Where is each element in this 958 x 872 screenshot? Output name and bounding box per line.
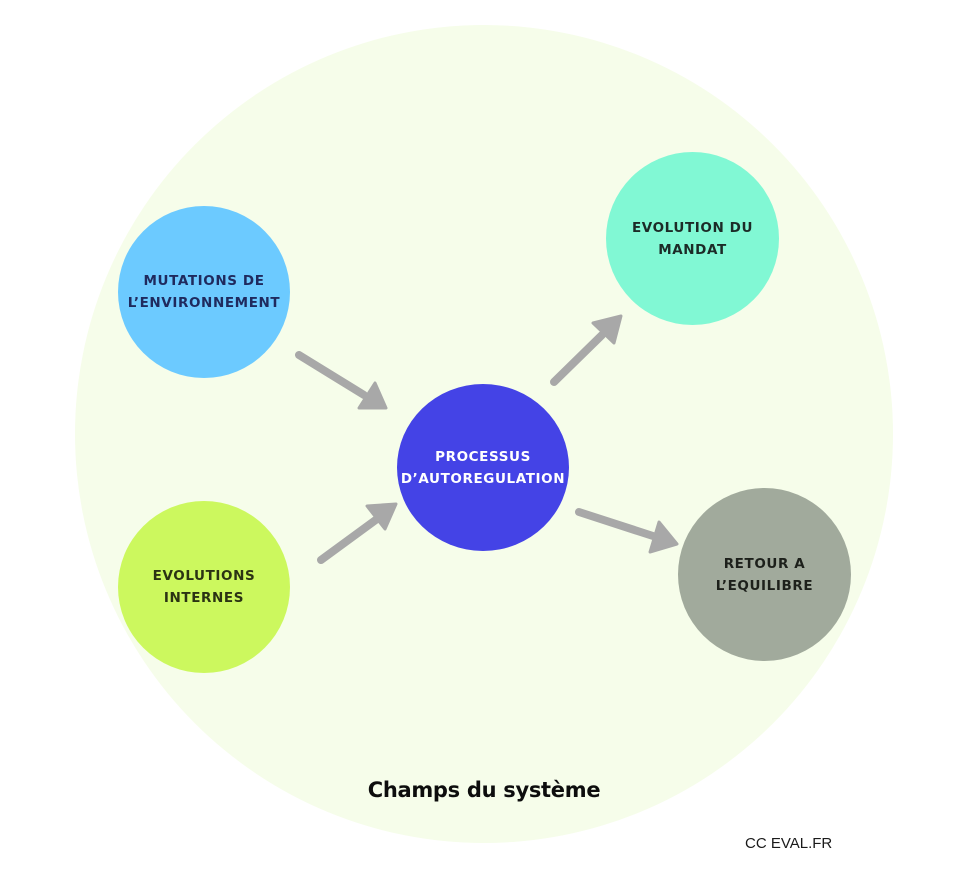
node-mutations-environnement: MUTATIONS DE L’ENVIRONNEMENT <box>118 206 290 378</box>
node-label: RETOUR A L’EQUILIBRE <box>715 555 814 594</box>
node-label: PROCESSUS D’AUTOREGULATION <box>400 448 566 487</box>
field-title: Champs du système <box>367 778 601 802</box>
node-evolution-mandat: EVOLUTION DU MANDAT <box>606 152 779 325</box>
node-label: MUTATIONS DE L’ENVIRONNEMENT <box>127 273 281 311</box>
node-processus-autoregulation: PROCESSUS D’AUTOREGULATION <box>397 384 569 551</box>
node-evolutions-internes: EVOLUTIONS INTERNES <box>118 501 290 673</box>
arrow-mutations-to-processus <box>295 351 388 410</box>
arrow-processus-to-equilibre <box>575 508 679 554</box>
arrow-processus-to-mandat <box>550 314 623 386</box>
node-retour-equilibre: RETOUR A L’EQUILIBRE <box>678 488 851 661</box>
node-label: EVOLUTION DU MANDAT <box>631 219 754 258</box>
node-label: EVOLUTIONS INTERNES <box>152 568 256 606</box>
arrow-internes-to-processus <box>317 502 398 564</box>
credit-text: CC EVAL.FR <box>745 835 833 852</box>
